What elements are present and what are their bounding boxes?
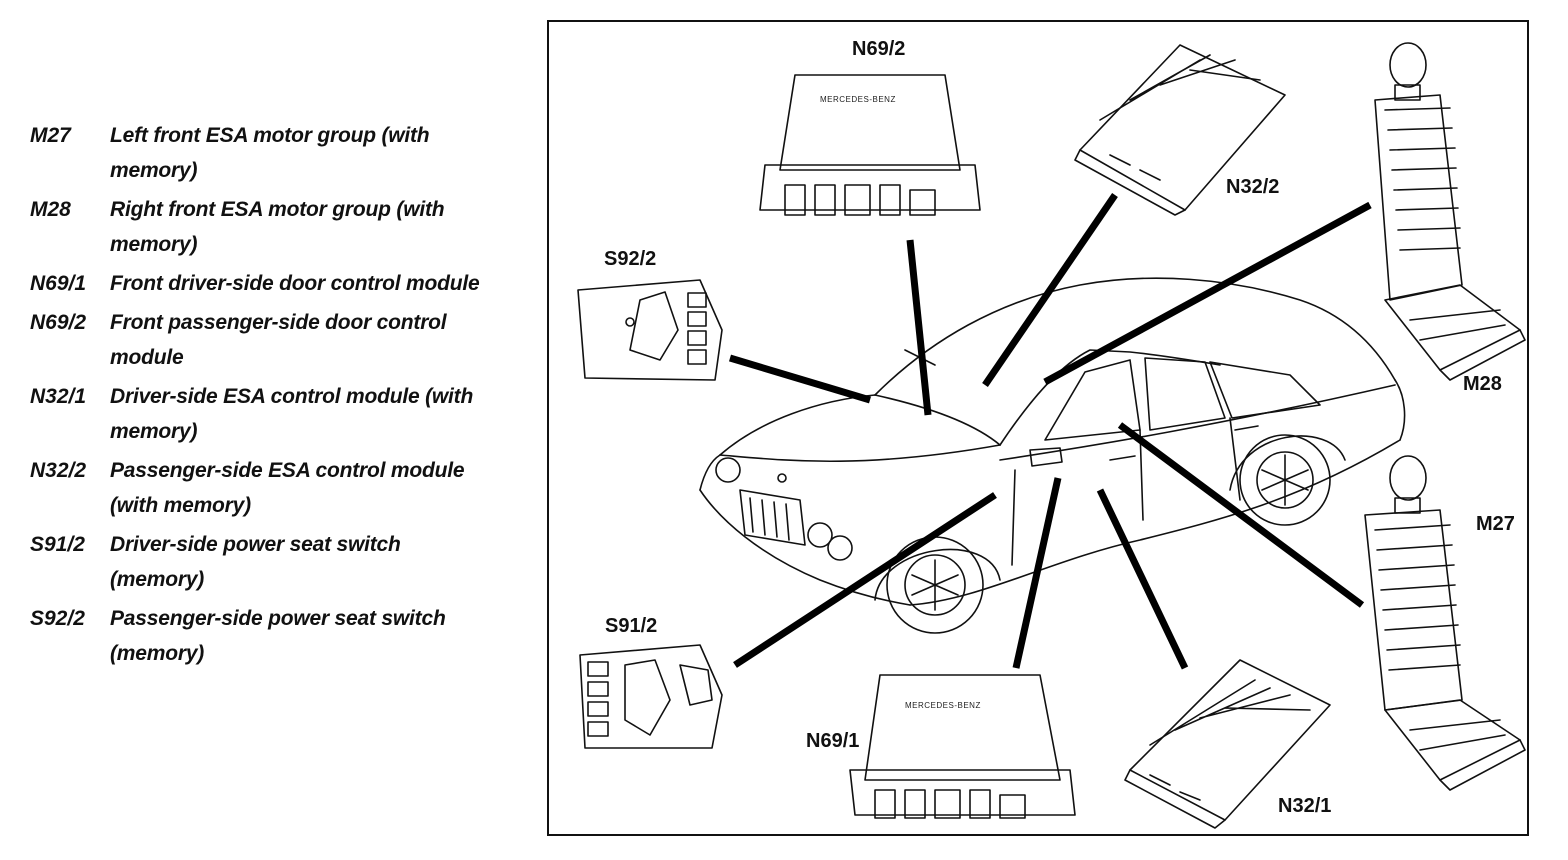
legend-description: Driver-side power seat switch (memory) [110, 533, 401, 591]
leader-line-s92-2 [728, 354, 872, 404]
leader-line-n69-1 [1012, 477, 1062, 669]
callout-n32-2: N32/2 [1226, 176, 1279, 198]
n32-1-module-illustration [1124, 659, 1331, 829]
s91-2-switch-illustration [579, 644, 723, 749]
legend-row-m28: M28 Right front ESA motor group (with me… [30, 192, 510, 262]
car-illustration [699, 277, 1406, 634]
legend-row-m27: M27 Left front ESA motor group (with mem… [30, 118, 510, 188]
m28-seat-illustration [1374, 42, 1526, 381]
legend-code: S91/2 [30, 533, 85, 556]
leader-lines [728, 193, 1372, 670]
m27-seat-illustration [1364, 455, 1526, 791]
callout-s91-2: S91/2 [605, 615, 657, 637]
leader-line-s91-2 [733, 492, 997, 668]
leader-line-n32-2 [982, 193, 1118, 387]
callout-n32-1: N32/1 [1278, 795, 1331, 817]
n69-2-module-illustration [759, 74, 981, 216]
legend-code: M28 [30, 198, 71, 221]
legend-description: Right front ESA motor group (with memory… [110, 198, 445, 256]
callout-s92-2: S92/2 [604, 248, 656, 270]
legend-row-n69-1: N69/1 Front driver-side door control mod… [30, 266, 510, 301]
callout-n69-2: N69/2 [852, 38, 905, 60]
callout-m27: M27 [1476, 513, 1515, 535]
leader-line-n32-1 [1096, 488, 1189, 670]
legend-description: Passenger-side power seat switch (memory… [110, 607, 446, 665]
s92-2-switch-illustration [577, 279, 723, 381]
legend-row-n69-2: N69/2 Front passenger-side door control … [30, 305, 510, 375]
legend-description: Left front ESA motor group (with memory) [110, 124, 430, 182]
callout-n69-1: N69/1 [806, 730, 859, 752]
component-legend: M27 Left front ESA motor group (with mem… [30, 118, 510, 675]
legend-row-s91-2: S91/2 Driver-side power seat switch (mem… [30, 527, 510, 597]
legend-description: Passenger-side ESA control module (with … [110, 459, 465, 517]
legend-row-s92-2: S92/2 Passenger-side power seat switch (… [30, 601, 510, 671]
legend-description: Driver-side ESA control module (with mem… [110, 385, 474, 443]
ecu-brand-label: MERCEDES-BENZ [820, 95, 896, 104]
legend-description: Front passenger-side door control module [110, 311, 447, 369]
leader-line-n69-2 [906, 239, 932, 416]
leader-line-m28 [1043, 201, 1372, 386]
legend-code: M27 [30, 124, 71, 147]
diagram-frame [547, 20, 1529, 836]
n32-2-module-illustration [1074, 44, 1286, 216]
legend-code: N32/1 [30, 385, 87, 408]
legend-row-n32-1: N32/1 Driver-side ESA control module (wi… [30, 379, 510, 449]
legend-code: S92/2 [30, 607, 85, 630]
callout-m28: M28 [1463, 373, 1502, 395]
legend-description: Front driver-side door control module [110, 272, 480, 295]
ecu-brand-label: MERCEDES-BENZ [905, 701, 981, 710]
legend-row-n32-2: N32/2 Passenger-side ESA control module … [30, 453, 510, 523]
legend-code: N69/1 [30, 272, 87, 295]
legend-code: N69/2 [30, 311, 87, 334]
n69-1-module-illustration [849, 674, 1076, 819]
leader-line-m27 [1117, 422, 1365, 608]
legend-code: N32/2 [30, 459, 87, 482]
